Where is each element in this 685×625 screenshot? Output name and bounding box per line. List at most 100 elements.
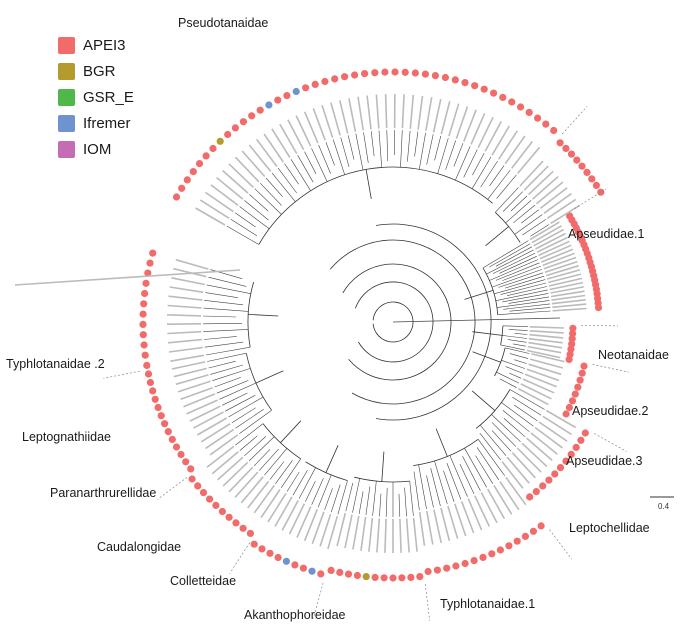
tip-label-line [171,361,206,370]
branch-line [495,262,540,281]
tip-marker [416,573,424,581]
tip-marker [451,76,459,84]
tip-label-line [484,121,503,152]
tip-label-line [199,199,230,219]
branch-line [244,436,267,457]
branch-line [514,333,528,335]
branch-line [455,146,471,181]
tip-marker [248,112,256,120]
tip-marker [562,457,570,465]
branch-line [290,159,311,191]
branch-line [499,256,537,274]
branch-line [280,458,301,488]
branch-line [363,132,369,163]
tip-marker [164,428,172,436]
tip-marker [496,546,504,554]
tip-marker [274,96,282,104]
tip-marker [317,570,325,578]
tip-label-line [240,476,264,504]
tip-label-line [327,515,339,550]
tip-marker [144,269,152,277]
tip-label-line [530,432,558,455]
tip-label-line [528,337,563,344]
tip-label-line [474,495,491,527]
tip-label-line [210,184,239,206]
tip-marker [391,68,399,76]
tip-label-line [170,354,205,362]
branch-line [413,471,420,511]
branch-line [497,310,551,315]
tip-label-line [550,290,585,298]
tip-label-line [426,510,434,545]
tip-label-line [533,228,564,247]
clade-label-apseudidae-2: Apseudidae.2 [572,404,649,418]
tip-label-line [206,445,235,468]
tip-label-line [352,515,360,550]
tip-marker [490,89,498,97]
branch-line [297,155,314,183]
branch-line [269,461,285,480]
branch-line [509,307,551,312]
tip-label-line [477,116,494,149]
tip-label-line [529,330,564,334]
clade-stem [471,390,496,411]
clade-label-caudalongidae: Caudalongidae [97,540,182,554]
tip-marker [452,562,460,570]
branch-line [203,336,237,340]
tip-label-line [536,236,568,253]
tip-marker [188,475,196,483]
clade-arc [475,389,511,429]
tip-label-line [234,156,260,183]
tip-marker [256,106,264,114]
tip-label-line [440,100,451,135]
tip-label-line [195,207,226,226]
tip-label-line [526,349,561,359]
tip-marker [283,92,291,100]
tip-label-line [375,94,380,129]
tip-label-line [433,509,442,543]
tip-label-line [527,170,554,196]
legend-swatch-ifremer [58,114,75,132]
tip-marker [140,341,148,349]
tip-label-line [248,144,272,172]
branch-line [219,382,257,400]
tip-label-line [521,442,548,467]
clade-label-akanthophoreidae: Akanthophoreidae [244,608,346,622]
tip-marker [239,524,247,532]
legend-item-gsr-e: GSR_E [58,86,134,108]
clade-label-apseudidae-1: Apseudidae.1 [568,227,645,241]
branch-line [522,219,546,236]
branch-line [358,491,364,515]
tip-marker [302,84,310,92]
branch-line [496,371,520,384]
branch-line [472,152,485,176]
branch-line [504,275,545,289]
branch-line [501,360,526,369]
tip-label-line [519,160,544,187]
branch-line [212,368,251,381]
tip-marker [199,489,208,497]
tip-marker [521,532,530,541]
branch-line [332,139,345,175]
tip-label-line [487,488,506,519]
branch-line [491,269,543,288]
tip-marker [353,571,361,580]
branch-line [386,130,389,162]
branch-line [508,329,528,331]
clade-stem [325,445,339,473]
branch-line [495,289,548,301]
branch-line [235,408,264,429]
branch-line [311,148,328,182]
tip-marker [231,124,239,132]
tip-marker [581,429,589,437]
tip-label-line [193,411,224,429]
tip-label-line [463,109,477,142]
branch-line [207,352,247,362]
clade-label-paranarthrurellidae: Paranarthrurellidae [50,486,157,500]
tip-label-line [501,461,524,489]
branch-line [234,212,256,228]
tip-marker [274,553,282,562]
branch-line [502,335,528,339]
branch-line [418,464,427,510]
backbone-arc [375,223,492,421]
